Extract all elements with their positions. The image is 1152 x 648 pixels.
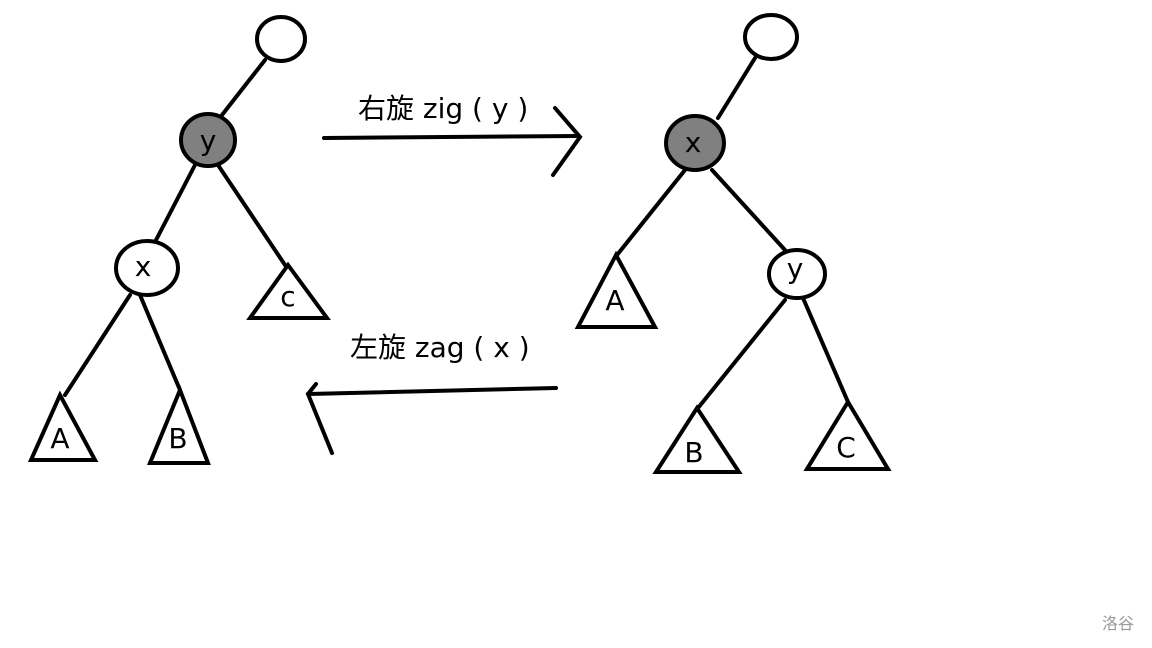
edge [716,56,757,120]
edge [216,163,287,267]
node-y-label: y [200,124,217,157]
subtree-a-label: A [50,422,69,455]
subtree-b-label: B [168,422,187,455]
edge [801,296,850,404]
rotate-left-arrow: 左旋 zag ( x ) [305,331,558,455]
left-tree: y x A B c [27,15,331,465]
subtree-b-label: B [684,436,703,469]
edge [153,163,197,244]
watermark: 洛谷 [1101,614,1134,633]
parent-node [255,15,307,63]
subtree-a [27,390,99,462]
subtree-c [246,261,331,320]
edge [63,293,132,397]
subtree-c [803,398,892,471]
edge [615,168,687,257]
node-x [114,239,180,297]
subtree-c-label: C [836,431,856,464]
node-y [767,248,827,300]
subtree-b [652,404,743,474]
right-tree: x y A B C [574,13,892,474]
edge [696,298,787,410]
node-y [179,112,237,168]
subtree-a-label: A [605,284,624,317]
subtree-c-label: c [280,280,295,313]
edge [710,168,787,252]
parent-node [743,13,799,61]
rotate-left-label: 左旋 zag ( x ) [350,331,530,364]
node-x-label: x [135,250,152,283]
edge [138,293,182,392]
node-x [664,114,726,172]
subtree-b [147,384,211,465]
node-x-label: x [685,126,702,159]
node-y-label: y [787,252,804,285]
rotate-right-arrow: 右旋 zig ( y ) [322,92,583,177]
rotate-right-label: 右旋 zig ( y ) [358,92,528,125]
subtree-a [574,250,659,329]
edge [220,58,267,117]
